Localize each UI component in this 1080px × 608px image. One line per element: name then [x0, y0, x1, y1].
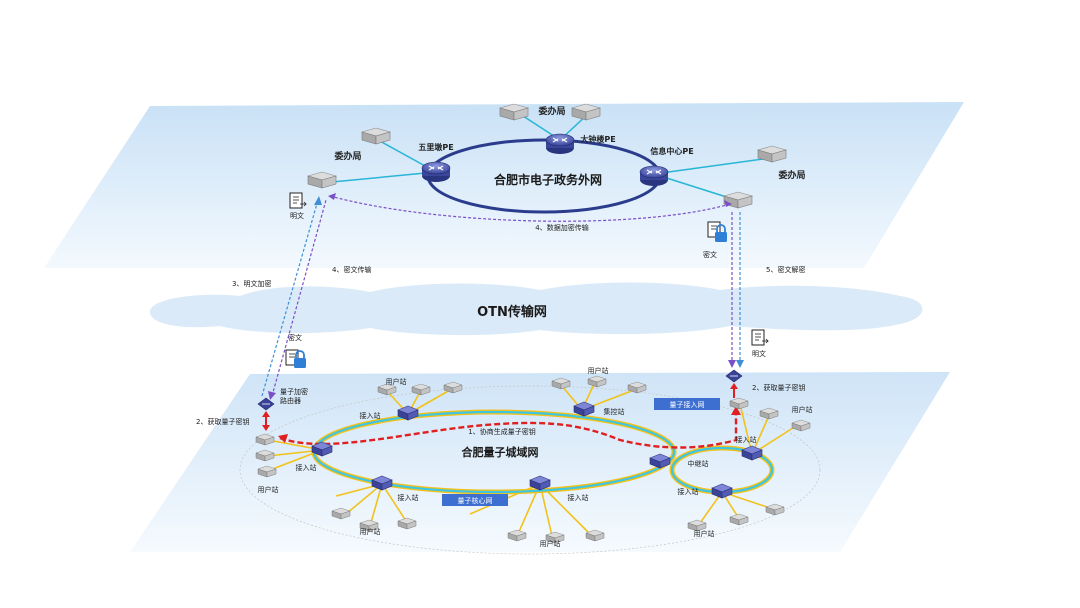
quantum-core-net-box	[442, 494, 508, 506]
plaintext-label: 明文	[290, 211, 304, 220]
pe-router-wulidun	[421, 161, 451, 183]
gov-network-plane	[44, 102, 964, 268]
ciphertext-lock-icon	[707, 221, 727, 242]
access-station-label: 接入站	[678, 487, 699, 496]
user-station-label: 用户站	[360, 527, 381, 536]
plaintext-doc-icon	[289, 192, 307, 209]
office-label: 委办局	[537, 105, 565, 117]
encrypted-data-path	[329, 195, 731, 222]
quantum-access-net-box	[654, 398, 720, 410]
quantum-network-plane	[130, 372, 950, 552]
gov-network-title: 合肥市电子政务外网	[494, 172, 602, 187]
ciphertext-label: 密文	[703, 250, 717, 259]
plaintext-encrypt-path	[261, 199, 319, 397]
step-5-label: 5、密文解密	[766, 265, 805, 274]
access-station-label: 接入站	[568, 493, 589, 502]
office-label: 委办局	[333, 150, 361, 162]
quantum-encryption-router-left	[257, 397, 275, 411]
pe-router-dazhonglou	[545, 133, 575, 155]
office-label: 委办局	[777, 169, 805, 181]
user-station-label: 用户站	[258, 485, 279, 494]
cipher-transmission-path	[271, 199, 327, 397]
quantum-key-negotiation-path	[279, 410, 738, 449]
step-1-label: 1、协商生成量子密钥	[468, 427, 535, 436]
router-label-line1: 量子加密	[280, 387, 308, 396]
access-station-label: 接入站	[398, 493, 419, 502]
user-station-label: 用户站	[540, 539, 561, 548]
otn-title: OTN传输网	[477, 304, 547, 320]
quantum-core-net-label: 量子核心网	[458, 496, 493, 505]
step-4-label: 4、密文传输	[332, 265, 371, 274]
relay-station-label: 中继站	[688, 459, 709, 468]
pe-router-info-center	[639, 165, 669, 187]
user-station-label: 用户站	[694, 529, 715, 538]
step-2-label-left: 2、获取量子密钥	[196, 417, 249, 426]
plaintext-doc-icon	[751, 329, 769, 346]
control-station-label: 集控站	[604, 407, 625, 416]
router-label-line2: 路由器	[280, 396, 301, 405]
user-station-label: 用户站	[386, 377, 407, 386]
quantum-network-title: 合肥量子城域网	[462, 445, 539, 459]
quantum-access-net-label: 量子接入网	[670, 400, 705, 409]
pe-label: 信息中心PE	[650, 146, 693, 156]
step-3-label: 3、明文加密	[232, 279, 271, 288]
pe-label: 五里墩PE	[418, 142, 453, 152]
access-station-label: 接入站	[736, 435, 757, 444]
otn-cloud	[150, 282, 923, 336]
ciphertext-lock-icon	[285, 349, 306, 368]
user-station-label: 用户站	[792, 405, 813, 414]
user-station-label: 用户站	[588, 366, 609, 375]
access-station-label: 接入站	[360, 411, 381, 420]
step-2-label-right: 2、获取量子密钥	[752, 383, 805, 392]
ciphertext-label: 密文	[288, 333, 302, 342]
quantum-encryption-router-right	[725, 369, 743, 383]
access-station-label: 接入站	[296, 463, 317, 472]
plaintext-label: 明文	[752, 349, 766, 358]
step-4b-label: 4、数据加密传输	[535, 223, 588, 232]
pe-label: 大钟楼PE	[580, 134, 615, 144]
